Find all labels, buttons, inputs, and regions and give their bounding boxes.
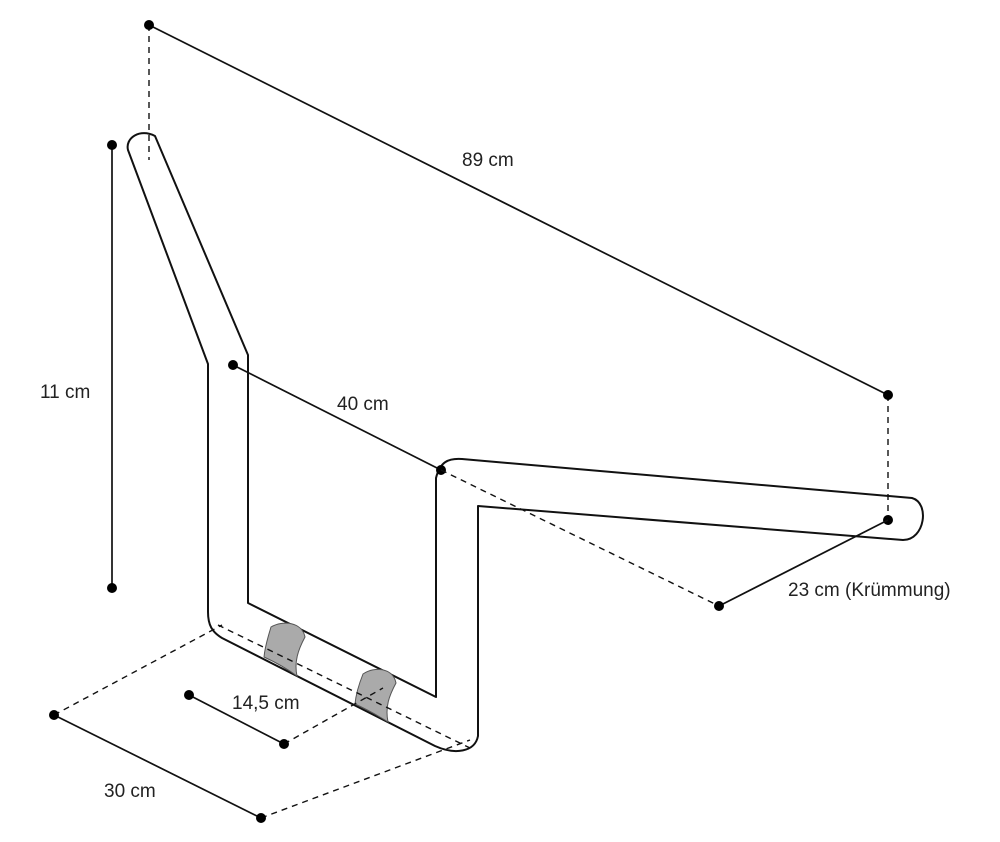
base-center-dashed-line: [217, 624, 471, 749]
total-width-dimension-line: [148, 24, 889, 396]
clamp-width-dimension-line: [188, 694, 285, 745]
base-left-endpoint: [49, 710, 59, 720]
total-width-left-endpoint: [144, 20, 154, 30]
grip-bend-label: 23 cm (Krümmung): [788, 580, 951, 601]
total-width-right-endpoint: [883, 390, 893, 400]
riser-spacing-label: 40 cm: [337, 394, 389, 415]
clamp-width-dashed-line: [283, 687, 384, 745]
grip-bend-dimension-line: [718, 519, 889, 607]
grip-bend-endpoint: [714, 601, 724, 611]
grip-bend-dashed-line: [440, 469, 720, 607]
total-width-label: 89 cm: [462, 150, 514, 171]
base-right-endpoint: [256, 813, 266, 823]
rise-bottom-endpoint: [107, 583, 117, 593]
riser-spacing-left-endpoint: [228, 360, 238, 370]
clamp-width-label: 14,5 cm: [232, 693, 300, 714]
handlebar-outline: [126, 132, 924, 753]
left-clamp-band: [263, 622, 306, 678]
clamp-width-right-endpoint: [279, 739, 289, 749]
rise-top-endpoint: [107, 140, 117, 150]
rise-label: 11 cm: [40, 382, 90, 403]
base-width-label: 30 cm: [104, 781, 156, 802]
riser-spacing-dimension-line: [232, 364, 442, 471]
right-clamp-band: [354, 668, 397, 724]
clamp-width-left-endpoint: [184, 690, 194, 700]
base-right-dashed-line: [260, 739, 471, 819]
base-dimension-line: [53, 714, 262, 819]
base-left-dashed-line: [53, 624, 223, 716]
